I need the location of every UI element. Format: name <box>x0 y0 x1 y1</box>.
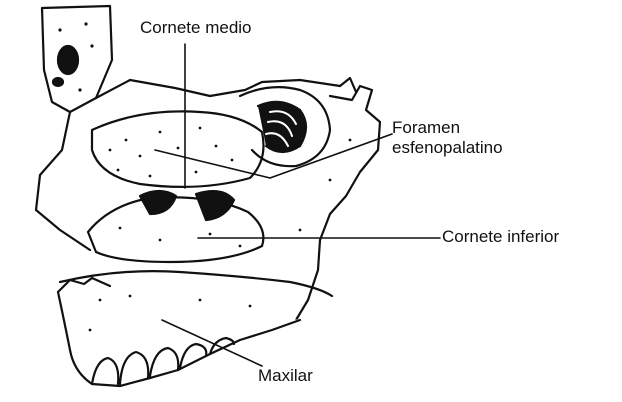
inferior-turbinate <box>88 197 263 262</box>
label-foramen-line1: Foramen <box>392 118 503 138</box>
label-foramen-line2: esfenopalatino <box>392 138 503 158</box>
label-cornete-medio: Cornete medio <box>140 18 252 38</box>
label-foramen-esfenopalatino: Foramen esfenopalatino <box>392 118 503 158</box>
label-cornete-inferior: Cornete inferior <box>442 227 559 247</box>
label-maxilar: Maxilar <box>258 366 313 386</box>
